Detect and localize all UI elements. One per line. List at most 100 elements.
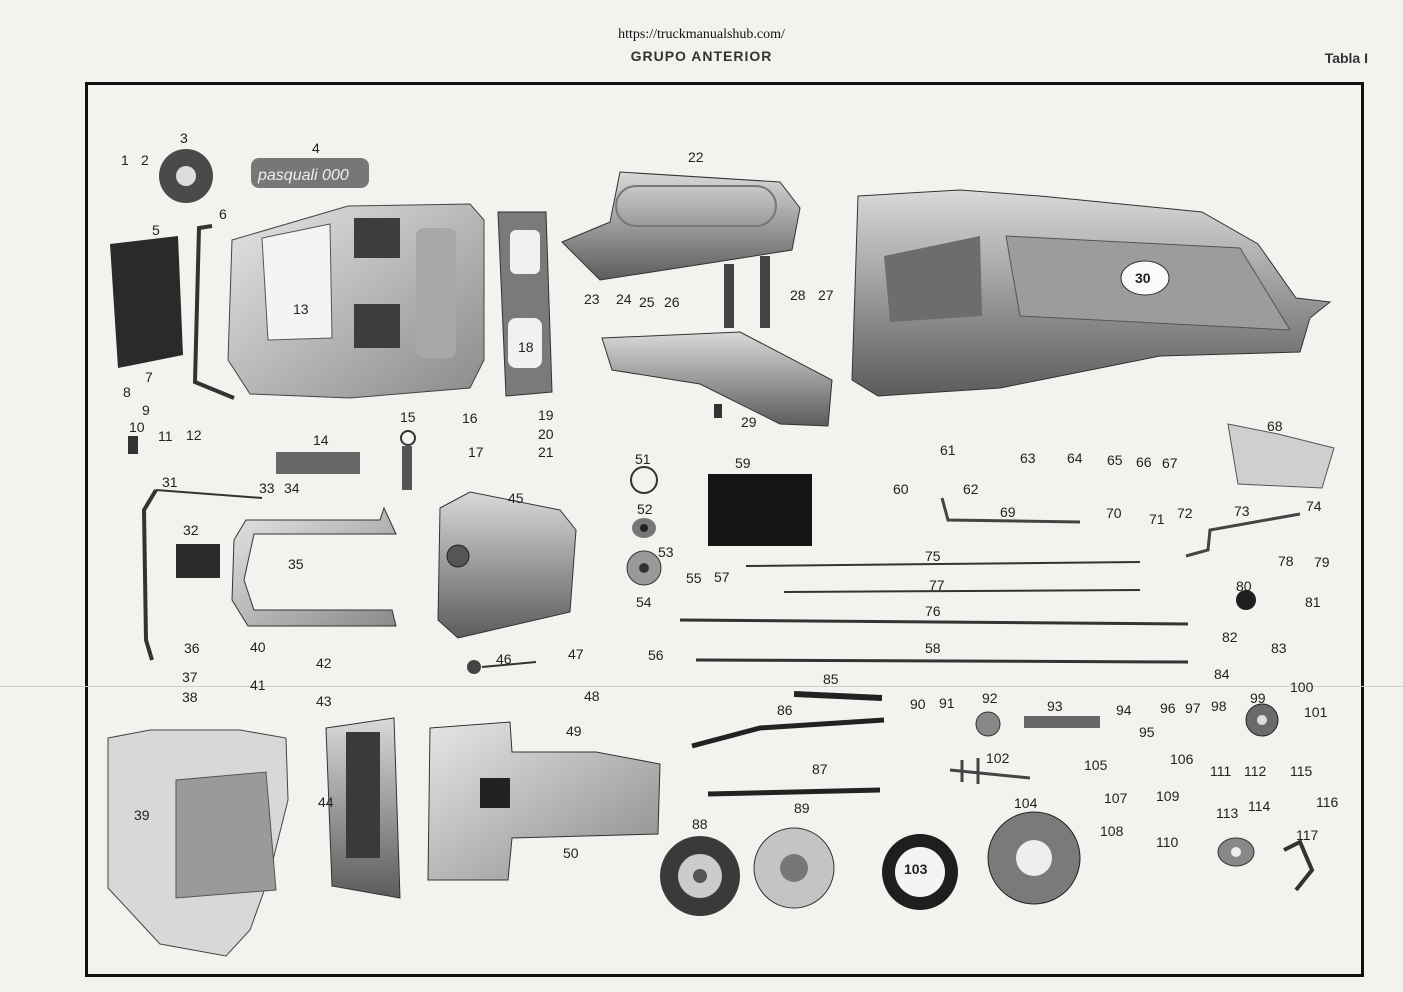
callout: 25 [639, 294, 655, 310]
callout: 74 [1306, 498, 1322, 514]
callout: 53 [658, 544, 674, 560]
callout: 112 [1244, 763, 1267, 779]
callout: 113 [1216, 805, 1239, 821]
part-113-bearing [1217, 837, 1255, 867]
callout: 23 [584, 291, 600, 307]
callout: 103 [904, 861, 928, 877]
callout: 94 [1116, 702, 1132, 718]
callout: 22 [688, 149, 704, 165]
callout: 65 [1107, 452, 1123, 468]
callout: 82 [1222, 629, 1238, 645]
part-46-filter [467, 660, 537, 674]
part-45-fuel-tank [437, 491, 577, 639]
diagram-frame [85, 82, 1364, 977]
callout: 35 [288, 556, 304, 572]
callout: 64 [1067, 450, 1083, 466]
part-14-bar [276, 452, 360, 474]
part-29-lower-cover [601, 331, 833, 427]
part-69-rod [940, 497, 1081, 524]
callout: 43 [316, 693, 332, 709]
callout: 83 [1271, 640, 1287, 656]
callout: 57 [714, 569, 730, 585]
callout: 86 [777, 702, 793, 718]
part-52-bushing [632, 518, 656, 538]
callout: 76 [925, 603, 941, 619]
part-59-plate [708, 474, 812, 546]
callout: 48 [584, 688, 600, 704]
callout: 15 [400, 409, 416, 425]
badge-logo-text: pasquali 000 [257, 167, 349, 184]
callout: 40 [250, 639, 266, 655]
part-44-duct [325, 717, 401, 899]
part-117-bracket [1283, 839, 1315, 892]
callout: 54 [636, 594, 652, 610]
callout: 31 [162, 474, 178, 490]
callout: 95 [1139, 724, 1155, 740]
callout: 21 [538, 444, 554, 460]
part-92-bearing [975, 711, 1001, 737]
callout: 89 [794, 800, 810, 816]
part-103-ring [882, 834, 958, 910]
callout: 42 [316, 655, 332, 671]
part-104-pressure-plate [987, 811, 1081, 905]
part-75-cable [745, 561, 1141, 567]
callout: 98 [1211, 698, 1227, 714]
callout: 39 [134, 807, 150, 823]
callout: 91 [939, 695, 955, 711]
callout: 18 [518, 339, 534, 355]
callout: 99 [1250, 690, 1266, 706]
callout: 5 [152, 222, 160, 238]
callout: 72 [1177, 505, 1193, 521]
part-50-base-plate [427, 721, 661, 881]
callout: 32 [183, 522, 199, 538]
callout: 111 [1210, 763, 1232, 779]
part-13-front-housing [227, 203, 485, 399]
part-76-cable [679, 618, 1189, 626]
callout: 60 [893, 481, 909, 497]
plate-number: Tabla I [1324, 50, 1368, 66]
callout: 115 [1290, 763, 1313, 779]
part-6-rod [192, 224, 235, 400]
part-15-key [400, 430, 416, 490]
callout: 44 [318, 794, 334, 810]
callout: 10 [129, 419, 145, 435]
page-title: GRUPO ANTERIOR [630, 48, 773, 64]
callout: 90 [910, 696, 926, 712]
part-22-upper-cover [561, 171, 801, 328]
callout: 109 [1156, 788, 1180, 804]
callout: 27 [818, 287, 834, 303]
part-86-hose [691, 717, 885, 749]
part-4-badge: pasquali 000 [251, 158, 369, 188]
callout: 1 [121, 152, 129, 168]
callout: 104 [1014, 795, 1038, 811]
source-url: https://truckmanualshub.com/ [618, 27, 785, 42]
callout: 88 [692, 816, 708, 832]
part-10-clip [128, 436, 138, 454]
part-18-panel-frame [497, 211, 553, 397]
callout: 71 [1149, 511, 1165, 527]
callout: 52 [637, 501, 653, 517]
fold-line [0, 686, 1403, 687]
callout: 2 [141, 152, 149, 168]
callout: 78 [1278, 553, 1294, 569]
callout: 45 [508, 490, 524, 506]
callout: 6 [219, 206, 227, 222]
part-5-grille [110, 236, 183, 368]
callout: 51 [635, 451, 651, 467]
callout: 84 [1214, 666, 1230, 682]
callout: 33 [259, 480, 275, 496]
callout: 29 [741, 414, 757, 430]
part-85-hose [793, 691, 883, 701]
callout: 107 [1104, 790, 1128, 806]
callout: 24 [616, 291, 632, 307]
callout: 73 [1234, 503, 1250, 519]
callout: 101 [1304, 704, 1328, 720]
callout: 14 [313, 432, 329, 448]
callout: 62 [963, 481, 979, 497]
callout: 67 [1162, 455, 1178, 471]
callout: 80 [1236, 578, 1252, 594]
callout: 13 [293, 301, 309, 317]
callout: 26 [664, 294, 680, 310]
callout: 87 [812, 761, 828, 777]
